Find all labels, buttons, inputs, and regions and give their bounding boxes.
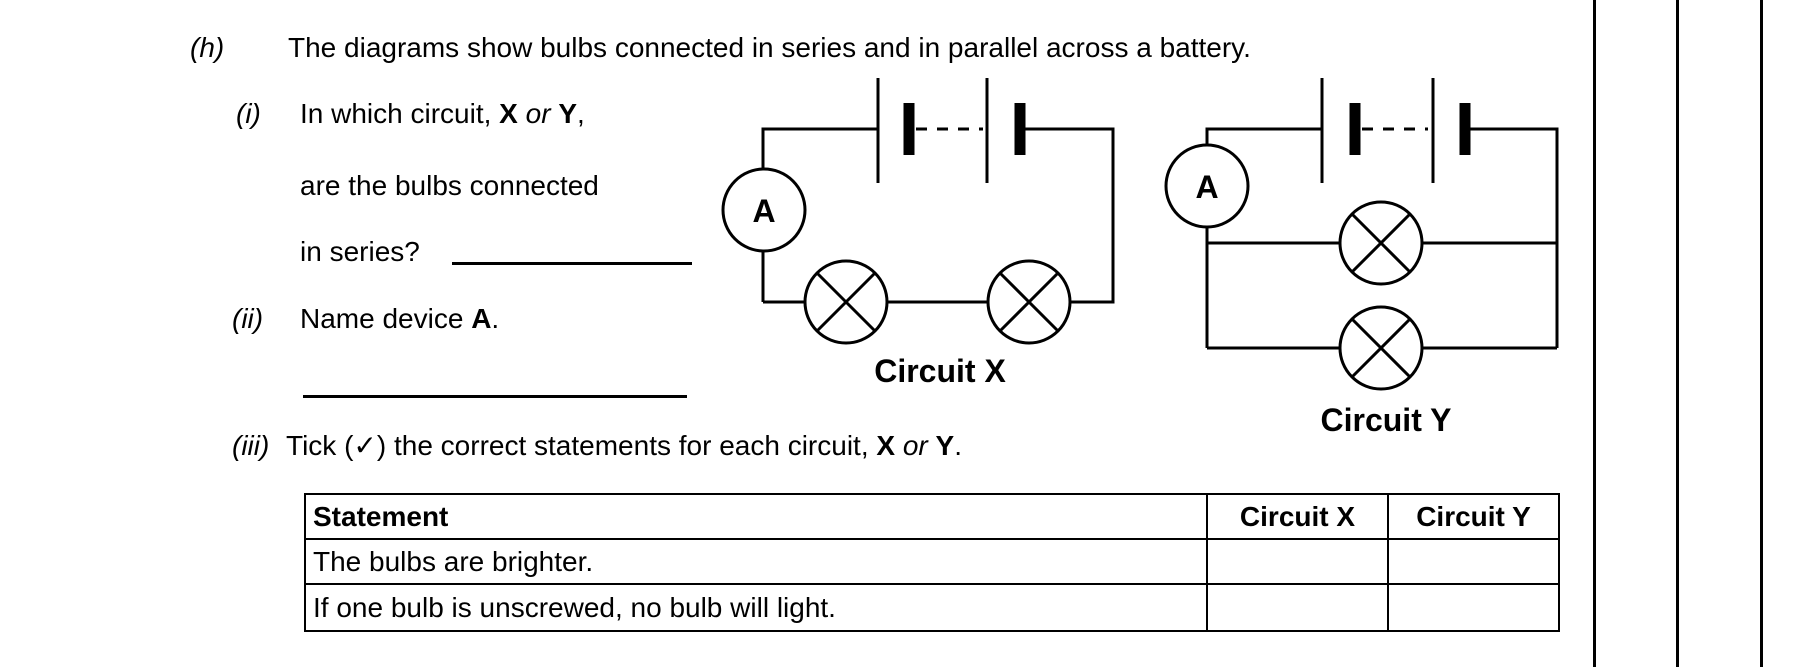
question-intro: The diagrams show bulbs connected in ser… <box>288 32 1251 63</box>
circuit-y-caption: Circuit Y <box>1321 402 1452 438</box>
margin-rule <box>1676 0 1679 667</box>
circuit-y-ref: Y <box>558 98 578 129</box>
tick-cell-circuit-y <box>1387 538 1560 585</box>
bulb-icon <box>1338 305 1424 391</box>
wire-path <box>1205 127 1559 350</box>
text-run: , <box>577 98 585 129</box>
tick-cell-circuit-y <box>1387 583 1560 632</box>
statement-cell: If one bulb is unscrewed, no bulb will l… <box>304 583 1208 632</box>
text-run: or <box>517 98 559 129</box>
ammeter-icon: A <box>1164 143 1250 229</box>
statements-table: Statement Circuit X Circuit Y The bulbs … <box>304 493 1560 632</box>
tick-cell-circuit-x <box>1206 538 1389 585</box>
battery-icon <box>1320 78 1471 183</box>
circuit-x-diagram: A Circuit X <box>721 78 1115 389</box>
circuit-x-caption: Circuit X <box>874 353 1006 389</box>
battery-icon <box>876 78 1026 183</box>
bulb-icon <box>986 259 1072 345</box>
col-header-statement: Statement <box>304 493 1208 540</box>
bulb-icon <box>803 259 889 345</box>
col-header-circuit-x: Circuit X <box>1206 493 1389 540</box>
ammeter-label: A <box>752 193 775 229</box>
text-run: . <box>491 303 500 334</box>
text-run: In which circuit, <box>300 98 500 129</box>
circuit-y-diagram: A Circuit Y <box>1164 78 1559 438</box>
ammeter-icon: A <box>721 167 807 253</box>
part-i-line-2: are the bulbs connected <box>300 170 599 201</box>
part-ii-label: (ii) <box>232 303 264 334</box>
margin-rule <box>1760 0 1763 667</box>
margin-rule <box>1593 0 1596 667</box>
text-run: ) the correct statements for each circui… <box>376 430 877 461</box>
circuit-x-ref: X <box>499 98 518 129</box>
col-header-circuit-y: Circuit Y <box>1387 493 1560 540</box>
bulb-icon <box>1338 200 1424 286</box>
ammeter-label: A <box>1195 169 1218 205</box>
text-run: or <box>895 430 936 461</box>
text-run: Tick ( <box>286 430 354 461</box>
part-i-label: (i) <box>236 98 261 129</box>
part-iii-text: Tick (✓) the correct statements for each… <box>286 429 962 463</box>
device-a-ref: A <box>471 303 492 334</box>
part-i-line-1: In which circuit, X or Y, <box>300 97 585 131</box>
part-iii-label: (iii) <box>232 430 270 461</box>
text-run: . <box>954 430 962 461</box>
circuit-y-ref: Y <box>935 430 955 461</box>
part-h-label: (h) <box>190 32 225 63</box>
answer-blank-device <box>303 367 687 398</box>
tick-icon: ✓ <box>353 430 377 461</box>
table-row: If one bulb is unscrewed, no bulb will l… <box>304 583 1560 632</box>
table-row: The bulbs are brighter. <box>304 538 1560 585</box>
table-header-row: Statement Circuit X Circuit Y <box>304 493 1560 540</box>
answer-blank-series <box>452 234 692 265</box>
tick-cell-circuit-x <box>1206 583 1389 632</box>
part-i-line-3: in series? <box>300 236 420 267</box>
text-run: Name device <box>300 303 472 334</box>
statement-cell: The bulbs are brighter. <box>304 538 1208 585</box>
part-ii-text: Name device A. <box>300 302 499 336</box>
circuit-x-ref: X <box>876 430 896 461</box>
